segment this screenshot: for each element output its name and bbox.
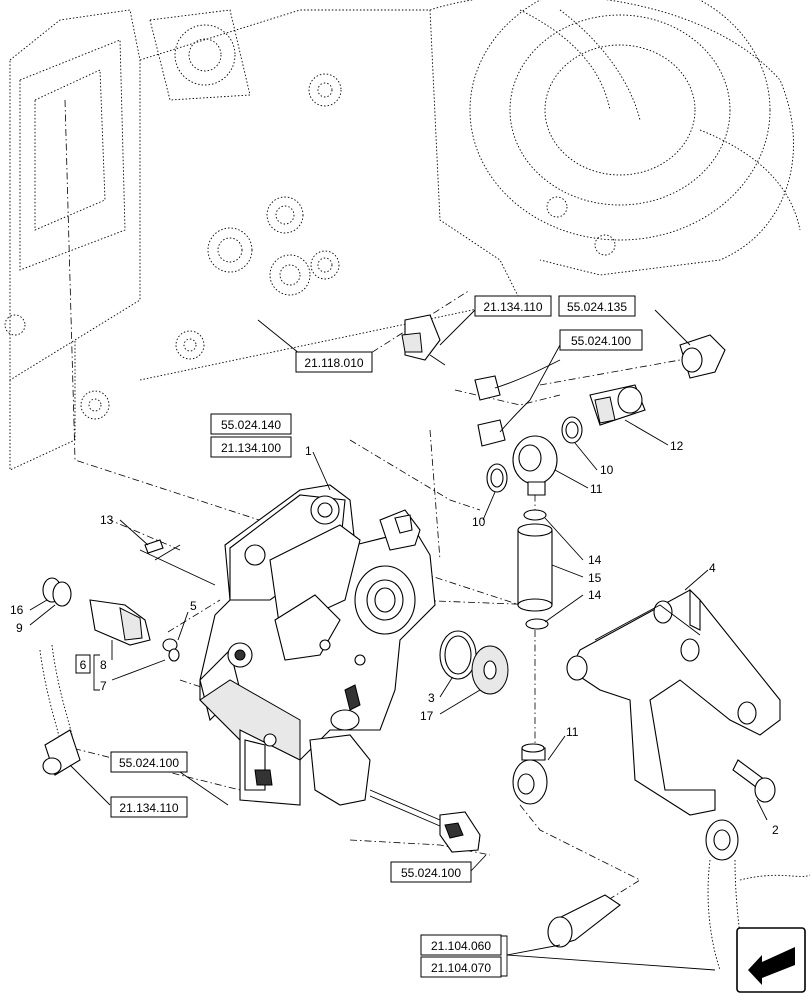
reference-box-21-134-100: 21.134.100	[210, 436, 292, 458]
part-number-17: 17	[420, 709, 434, 723]
part-number-7: 7	[100, 679, 107, 693]
reference-box-21-134-110-top: 21.134.110	[474, 295, 552, 317]
bolt-part-2	[732, 759, 776, 803]
harness-cable	[369, 789, 481, 853]
svg-text:21.134.110: 21.134.110	[119, 801, 178, 815]
part-number-5: 5	[190, 599, 197, 613]
svg-text:55.024.140: 55.024.140	[221, 418, 281, 432]
svg-text:55.024.135: 55.024.135	[567, 300, 627, 314]
part-number-4: 4	[709, 561, 716, 575]
part-number-1: 1	[305, 444, 312, 458]
pipe-fitting-left	[39, 644, 81, 776]
washers-3-17	[439, 630, 509, 695]
reference-box-21-118-010: 21.118.010	[295, 351, 373, 373]
valve-body-part-1	[199, 484, 436, 806]
svg-text:55.024.100: 55.024.100	[571, 334, 631, 348]
banjo-bolt-part-12	[589, 384, 646, 426]
part-number-9: 9	[16, 621, 23, 635]
part-group-6: 6	[75, 654, 100, 691]
svg-text:21.104.070: 21.104.070	[431, 961, 491, 975]
bracket-part-4	[566, 588, 781, 816]
top-fitting	[401, 314, 446, 366]
reference-box-55-024-100-left: 55.024.100	[110, 751, 188, 773]
part-labels: 1 2 3 4 5 7 8 9 10 10 11 11 12 13 14 14 …	[10, 439, 779, 837]
reference-box-55-024-135: 55.024.135	[558, 295, 636, 317]
part-number-13: 13	[100, 513, 114, 527]
svg-text:6: 6	[80, 658, 87, 672]
reference-box-21-134-110-bottom: 21.134.110	[110, 796, 188, 818]
next-page-arrow-icon[interactable]	[736, 927, 806, 993]
part-number-16: 16	[10, 603, 24, 617]
part-number-15: 15	[588, 571, 602, 585]
part-number-10a: 10	[600, 463, 614, 477]
pin-part-13	[144, 539, 164, 554]
banjo-bottom-part-11	[512, 743, 548, 805]
svg-text:55.024.100: 55.024.100	[119, 756, 179, 770]
reference-box-55-024-100-bottom: 55.024.100	[390, 861, 472, 883]
part-number-8: 8	[100, 658, 107, 672]
banjo-top-parts	[486, 416, 583, 496]
tube-part-15	[517, 509, 553, 630]
reference-box-21-104-070: 21.104.070	[420, 956, 502, 978]
bracket-21-104	[501, 935, 508, 977]
part-number-11b: 11	[566, 725, 579, 739]
part-number-14b: 14	[588, 588, 602, 602]
leader-lines	[29, 309, 768, 971]
part-number-14a: 14	[588, 553, 602, 567]
reference-box-55-024-140: 55.024.140	[210, 413, 292, 435]
pressure-sensor	[679, 334, 726, 379]
svg-text:21.118.010: 21.118.010	[304, 356, 363, 370]
part-number-10b: 10	[472, 515, 486, 529]
center-lines	[59, 99, 681, 906]
transmission-housing-phantom	[4, 0, 801, 471]
svg-text:21.104.060: 21.104.060	[431, 939, 491, 953]
reference-box-55-024-100-top: 55.024.100	[559, 329, 643, 351]
pipe-bottom-right	[547, 819, 811, 971]
reference-box-21-104-060: 21.104.060	[420, 934, 502, 956]
svg-text:21.134.100: 21.134.100	[221, 441, 281, 455]
svg-text:55.024.100: 55.024.100	[401, 866, 461, 880]
harness-connectors	[474, 359, 561, 447]
part-number-3: 3	[428, 691, 435, 705]
svg-text:21.134.110: 21.134.110	[483, 300, 542, 314]
part-number-2: 2	[772, 823, 779, 837]
part-number-11a: 11	[590, 482, 603, 496]
part-number-12: 12	[670, 439, 684, 453]
sensor-parts	[42, 577, 180, 662]
